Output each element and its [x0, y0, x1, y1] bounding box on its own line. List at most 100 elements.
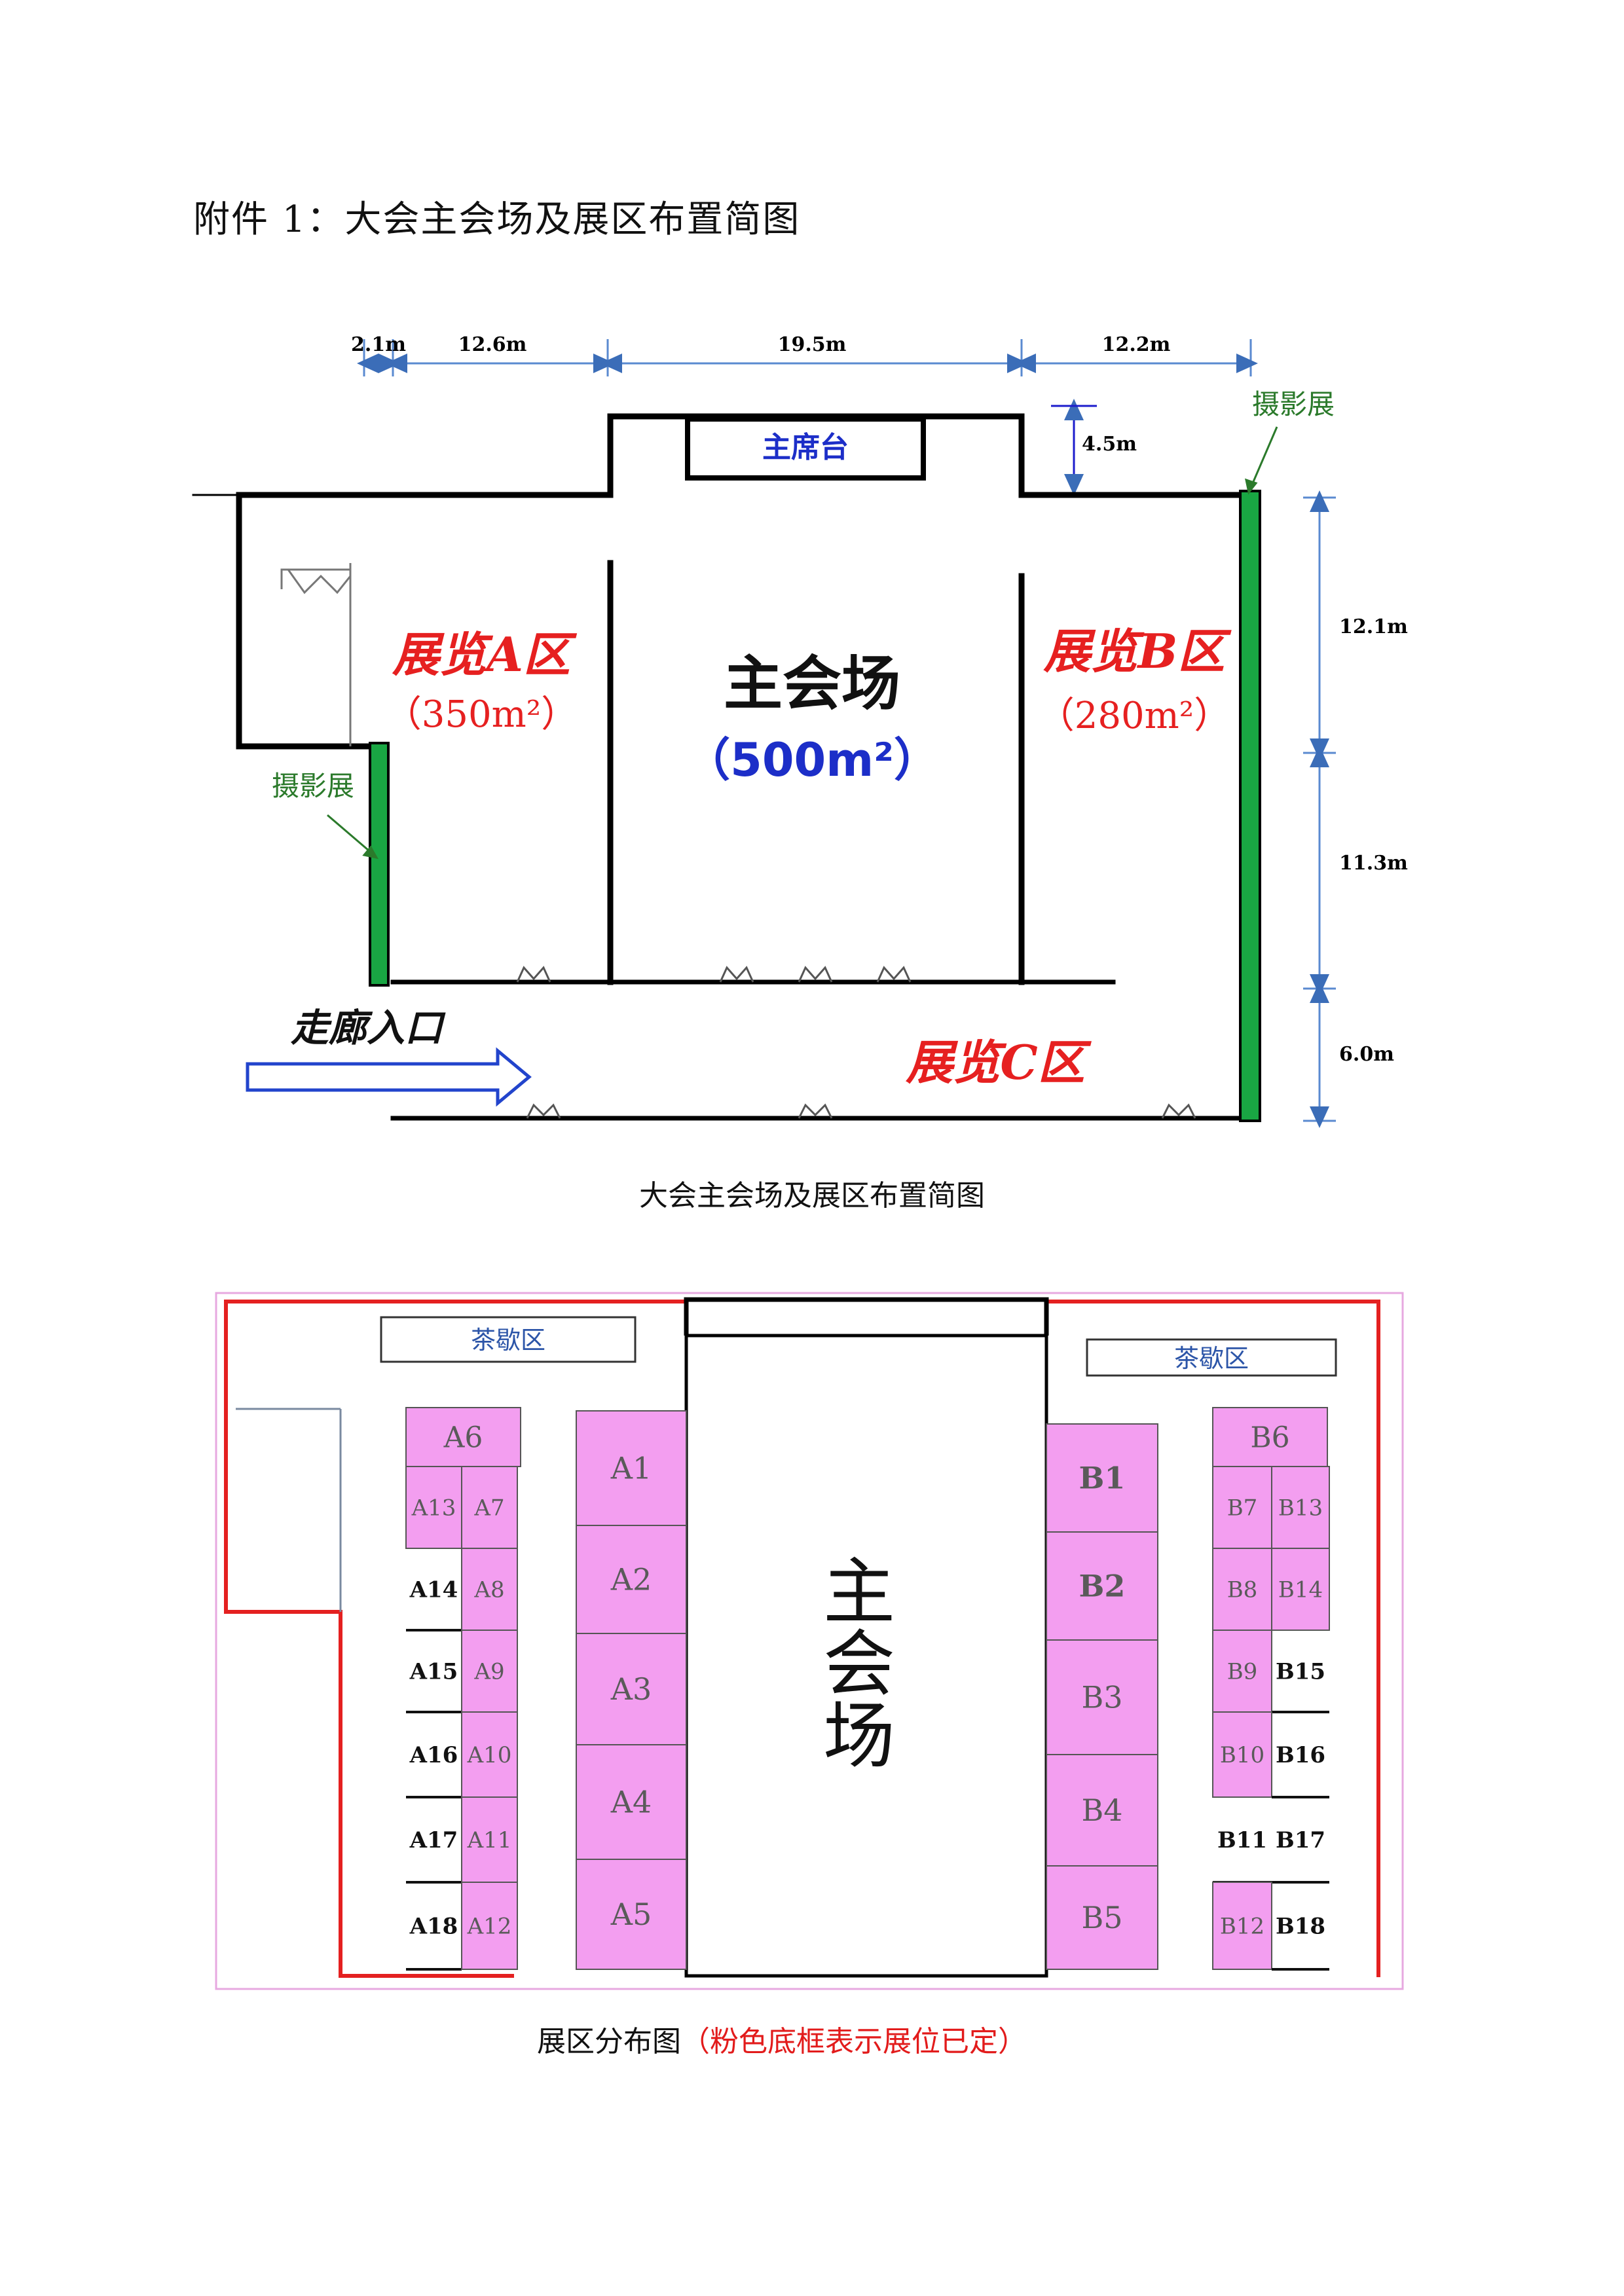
main-hall-label: 主会场	[724, 649, 900, 718]
zone-b-label: 展览B区	[1043, 623, 1232, 679]
booth-b16-label: B16	[1276, 1742, 1325, 1768]
right-dimension-lines	[1051, 399, 1336, 1128]
dim-12-2m: 12.2m	[1102, 333, 1171, 356]
zone-c-label: 展览C区	[905, 1034, 1092, 1090]
dim-12-1m: 12.1m	[1339, 615, 1408, 638]
booth-a12-label: A12	[467, 1913, 512, 1939]
booth-b6-label: B6	[1250, 1421, 1289, 1454]
booth-a11-label: A11	[467, 1827, 512, 1853]
booth-a2-label: A2	[610, 1562, 652, 1597]
booth-a9-box	[461, 1630, 518, 1713]
main-hall-outline	[684, 1297, 1049, 1336]
booth-b9-box	[1212, 1630, 1272, 1713]
booth-b5-label: B5	[1081, 1900, 1122, 1935]
booth-b10-label: B10	[1220, 1742, 1264, 1768]
dim-19-5m: 19.5m	[778, 333, 847, 356]
photo-label-right: 摄影展	[1252, 388, 1335, 420]
dim-12-6m: 12.6m	[458, 333, 527, 356]
booth-a5-label: A5	[610, 1897, 652, 1932]
top-dimension-lines	[357, 339, 1258, 376]
booth-b7-label: B7	[1227, 1495, 1258, 1521]
door-icons	[516, 966, 1196, 1119]
caption-main: 展区分布图	[537, 2025, 681, 2058]
booth-b15-label: B15	[1276, 1658, 1325, 1685]
booth-b2-box	[1046, 1531, 1158, 1641]
booth-b5-box	[1046, 1865, 1158, 1970]
booth-a5-box	[576, 1859, 687, 1970]
entrance-arrow	[246, 1047, 532, 1107]
booth-b17-label: B17	[1276, 1827, 1325, 1853]
booth-b13-label: B13	[1278, 1495, 1323, 1521]
booth-b8-box	[1212, 1548, 1272, 1631]
booth-a16-label: A16	[409, 1742, 458, 1768]
corridor-label: 走廊入口	[290, 1006, 446, 1050]
booth-b12-box	[1212, 1882, 1272, 1970]
page-title: 附件 1：大会主会场及展区布置简图	[193, 198, 801, 241]
main-hall-box	[684, 1334, 1048, 1978]
dim-11-3m: 11.3m	[1339, 852, 1408, 875]
booth-a3-box	[576, 1633, 687, 1745]
booth-b3-box	[1046, 1639, 1158, 1755]
booth-a6-label: A6	[443, 1421, 483, 1454]
booth-a2-box	[576, 1525, 687, 1634]
booth-a3-label: A3	[610, 1671, 652, 1707]
booth-a15-label: A15	[409, 1658, 458, 1685]
booth-main-hall-char-3: 场	[823, 1694, 895, 1778]
booth-a12-box	[461, 1882, 518, 1970]
booth-b6-box	[1212, 1407, 1328, 1467]
booth-b14-box	[1271, 1548, 1330, 1631]
booth-b2-label: B2	[1079, 1569, 1126, 1604]
booth-b18-label: B18	[1276, 1913, 1325, 1939]
booth-main-hall-char-2: 会	[823, 1622, 895, 1706]
booth-b10-box	[1212, 1711, 1272, 1798]
booth-a7-label: A7	[473, 1495, 504, 1521]
booth-b13-box	[1271, 1466, 1330, 1549]
zone-b-area: （280m²）	[1038, 695, 1230, 737]
booth-b7-box	[1212, 1466, 1272, 1549]
booth-a18-label: A18	[409, 1913, 458, 1939]
diagram1-caption: 大会主会场及展区布置简图	[639, 1179, 985, 1212]
booth-a6-box	[405, 1407, 521, 1467]
booth-a4-box	[576, 1744, 687, 1860]
diagram2-caption: 展区分布图（粉色底框表示展位已定）	[537, 2018, 1027, 2060]
caption-note: （粉色底框表示展位已定）	[681, 2025, 1027, 2058]
booth-a8-label: A8	[473, 1576, 504, 1603]
zone-a-label: 展览A区	[392, 627, 578, 682]
booth-a11-box	[461, 1796, 518, 1883]
booth-a4-label: A4	[610, 1785, 652, 1820]
booth-b11-label: B11	[1217, 1827, 1267, 1853]
booth-a9-label: A9	[473, 1658, 504, 1685]
tea-area-right-label: 茶歇区	[1174, 1344, 1249, 1373]
booth-a1-label: A1	[610, 1451, 652, 1486]
booth-b3-label: B3	[1081, 1680, 1122, 1715]
booth-a8-box	[461, 1548, 518, 1631]
dim-2-1m: 2.1m	[351, 333, 406, 356]
tea-area-left	[380, 1316, 637, 1363]
photo-wall-right	[1239, 490, 1261, 1122]
tea-area-right	[1086, 1338, 1337, 1377]
booth-a14-label: A14	[409, 1576, 458, 1603]
dim-4-5m: 4.5m	[1082, 433, 1137, 456]
exhibit-boundary-right	[1048, 1300, 1380, 1977]
dim-6-0m: 6.0m	[1339, 1043, 1394, 1066]
tea-area-left-label: 茶歇区	[471, 1326, 545, 1355]
booth-b12-label: B12	[1220, 1913, 1264, 1939]
booth-b8-label: B8	[1227, 1576, 1258, 1603]
booth-b4-label: B4	[1081, 1793, 1122, 1828]
photo-wall-left	[369, 742, 390, 987]
booth-b14-label: B14	[1278, 1576, 1323, 1603]
left-wing-outline	[280, 563, 352, 746]
booth-main-hall-char-1: 主	[823, 1550, 895, 1634]
booth-b1-label: B1	[1079, 1461, 1126, 1496]
booth-b9-label: B9	[1227, 1658, 1258, 1685]
booth-diagram-frame	[215, 1292, 1404, 1990]
booth-a13-label: A13	[411, 1495, 456, 1521]
booth-a17-label: A17	[409, 1827, 458, 1853]
booth-a10-label: A10	[467, 1742, 512, 1768]
stage-box	[685, 416, 926, 481]
stage-label: 主席台	[762, 431, 849, 464]
zone-a-area: （350m²）	[385, 693, 578, 736]
photo-label-left: 摄影展	[272, 770, 354, 802]
